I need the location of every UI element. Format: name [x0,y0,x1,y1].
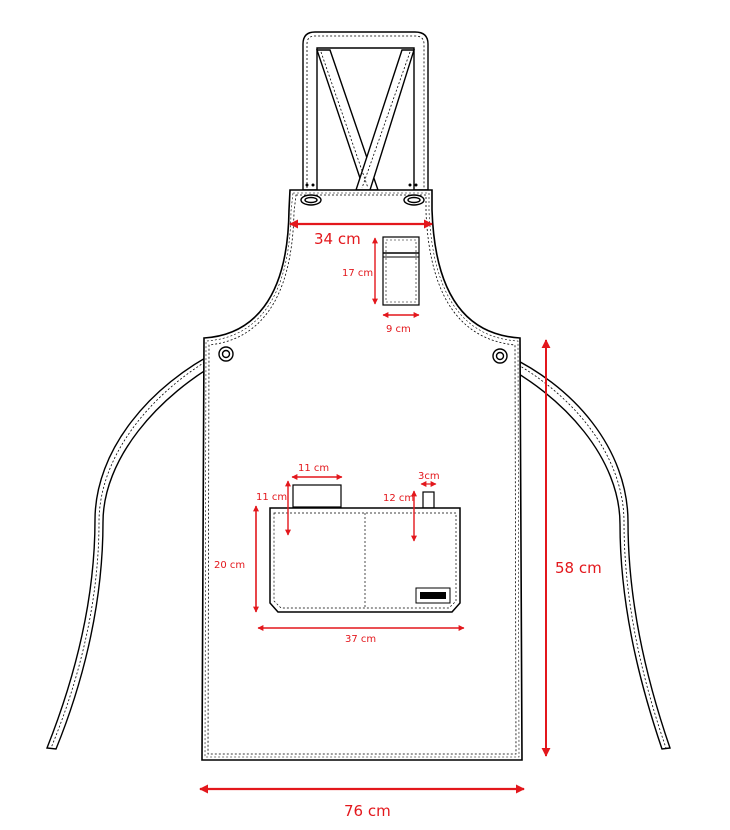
grommet-right [492,348,508,364]
chest-pocket-width-label: 9 cm [386,324,411,335]
pen-width-label: 3cm [418,471,440,482]
rivets [305,183,418,187]
body-length-label: 58 cm [555,559,602,577]
top-width-label: 34 cm [314,230,361,248]
grommet-top-right [403,194,425,206]
pocket-height-label: 20 cm [214,560,245,571]
flap-width-label: 11 cm [298,463,329,474]
pen-height-label: 12 cm [383,493,414,504]
grommet-top-left [300,194,322,206]
right-waist-tie [492,351,671,750]
chest-pocket-height-label: 17 cm [342,268,373,279]
dimension-arrows [199,219,551,794]
apron-body [201,189,523,761]
pocket-width-label: 37 cm [345,634,376,645]
bottom-width-label: 76 cm [344,802,391,820]
neck-strap [302,31,429,191]
chest-pocket [382,236,420,306]
left-waist-tie [46,349,228,750]
grommet-left [218,346,234,362]
flap-height-label: 11 cm [256,492,287,503]
